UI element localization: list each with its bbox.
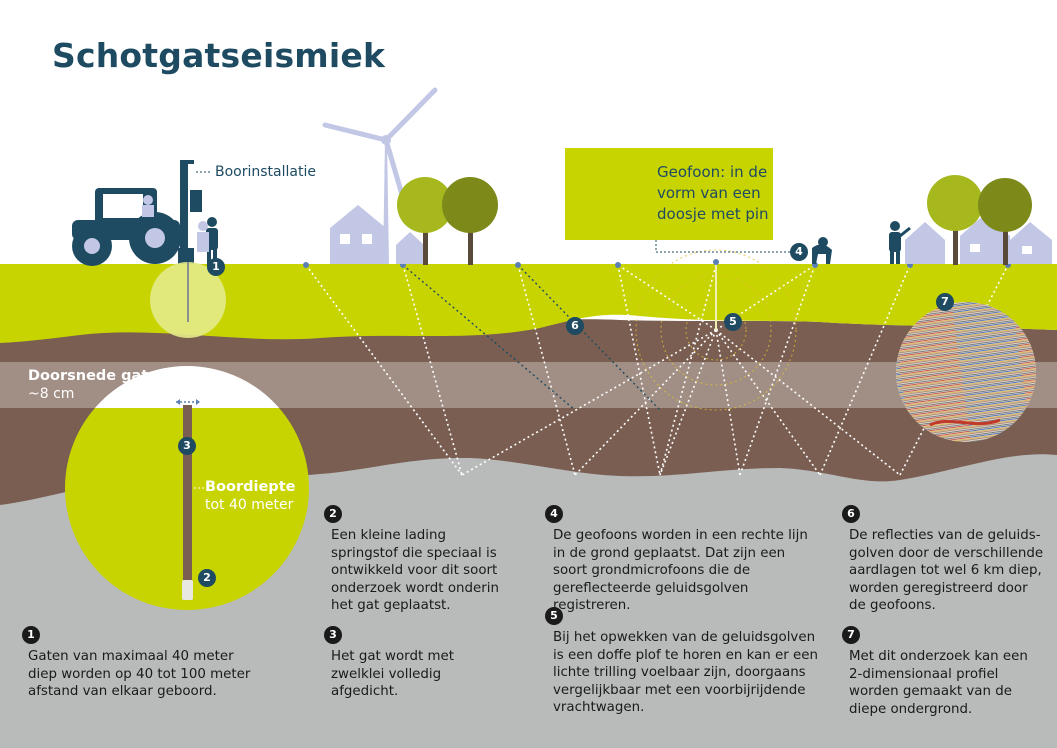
- badge-7: 7: [936, 293, 954, 311]
- geofoon-callout: [565, 148, 773, 240]
- step-2-number: 2: [324, 505, 342, 523]
- badge-2: 2: [198, 569, 216, 587]
- step-4-number: 4: [545, 505, 563, 523]
- seismic-profile-icon: [896, 302, 1036, 442]
- house-icon: [330, 205, 424, 264]
- receiver-rays: [402, 264, 661, 411]
- boordiepte-value: tot 40 meter: [205, 497, 294, 513]
- hole-shaft: [183, 405, 192, 585]
- surface-layer: [0, 264, 1057, 343]
- step-7-text: Met dit onderzoek kan een 2-dimensionaal…: [849, 649, 1028, 717]
- step-2-text: Een kleine lading springstof die speciaa…: [331, 528, 499, 614]
- charge: [182, 580, 193, 600]
- house-icon-right: [905, 214, 1052, 264]
- step-7-number: 7: [842, 626, 860, 644]
- badge-4: 4: [790, 243, 808, 261]
- doorsnede-size-label: ~8 cm: [28, 386, 75, 402]
- step-5-number: 5: [545, 607, 563, 625]
- step-5-text: Bij het opwekken van de geluidsgolven is…: [553, 630, 819, 716]
- step-1-text: Gaten van maximaal 40 meter diep worden …: [28, 649, 251, 700]
- step-3-number: 3: [324, 626, 342, 644]
- seismic-rays: [305, 264, 1009, 476]
- step-1-number: 1: [22, 626, 40, 644]
- geofoon-leader: [655, 240, 790, 253]
- badge-5: 5: [724, 313, 742, 331]
- badge-3: 3: [178, 437, 196, 455]
- boordiepte-title: Boordiepte: [205, 479, 296, 495]
- badge-1: 1: [207, 258, 225, 276]
- tractor-icon: [72, 160, 209, 266]
- step-6-text: De reflecties van de geluids-golven door…: [849, 528, 1044, 614]
- doorsnede-gat-label: Doorsnede gat: [28, 368, 149, 384]
- boordiepte-label: Boordiepte tot 40 meter: [205, 478, 295, 514]
- step-4-text: De geofoons worden in een rechte lijn in…: [553, 528, 808, 614]
- geofoon-label: Geofoon: in de vorm van een doosje met p…: [657, 163, 769, 223]
- tree-icon-right: [927, 175, 1032, 265]
- boorinstallatie-label: Boorinstallatie: [215, 164, 316, 180]
- step-6-number: 6: [842, 505, 860, 523]
- page-title: Schotgatseismiek: [52, 36, 386, 75]
- badge-6: 6: [566, 317, 584, 335]
- step-3-text: Het gat wordt met zwelklei volledig afge…: [331, 649, 454, 700]
- tree-icon: [397, 177, 498, 265]
